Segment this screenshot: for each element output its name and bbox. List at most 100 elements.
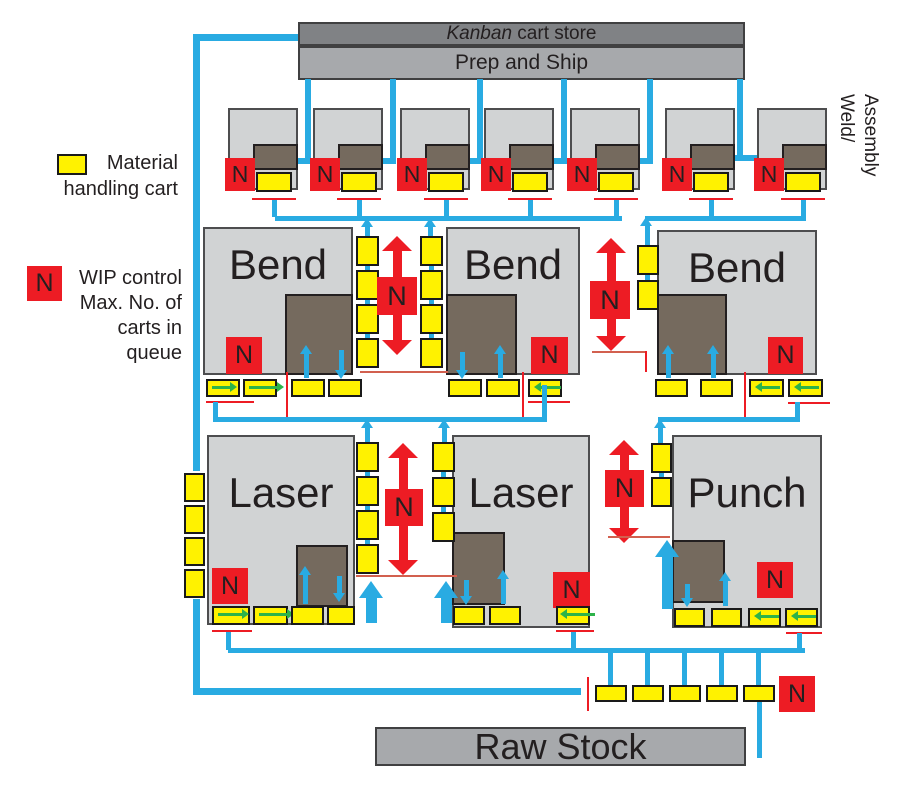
wip-badge: N: [397, 158, 427, 191]
flow-tick: [709, 200, 714, 217]
weld-station-unit: [425, 144, 470, 170]
cart-move-arrow-icon: [249, 382, 284, 392]
flow-tick: [442, 428, 447, 442]
flow-tick: [797, 633, 802, 650]
flow-tick: [429, 266, 434, 271]
flow-tick: [365, 225, 370, 237]
flow-line: [647, 79, 653, 164]
flow-line: [441, 597, 452, 623]
wip-badge: N: [567, 158, 597, 191]
flow-tick: [303, 574, 308, 604]
flow-line: [275, 216, 622, 221]
queue-limit-line: [781, 198, 825, 200]
weld-station-unit: [253, 144, 298, 170]
wip-arrow-down-icon: [609, 528, 639, 543]
down-arrow-icon: [335, 370, 347, 379]
flow-line: [757, 702, 762, 758]
wip-badge: N: [377, 277, 417, 315]
queue-limit-line: [212, 630, 252, 632]
machine-label: Bend: [463, 241, 563, 288]
queue-limit-line: [592, 351, 647, 353]
wip-arrow-down-icon: [382, 340, 412, 355]
flow-tick: [460, 352, 465, 371]
down-arrow-icon: [333, 593, 345, 602]
material-cart: [486, 379, 520, 397]
raw-stock-label: Raw Stock: [474, 725, 647, 767]
flow-line: [228, 648, 805, 653]
flow-line: [463, 158, 479, 164]
flow-tick: [429, 300, 434, 305]
material-cart: [711, 608, 742, 627]
up-arrow-icon: [438, 419, 450, 428]
material-cart: [700, 379, 733, 397]
wip-badge: N: [226, 337, 262, 374]
up-arrow-icon: [654, 419, 666, 428]
queue-cart: [356, 270, 379, 300]
flow-tick: [501, 578, 506, 604]
queue-cart: [420, 338, 443, 368]
flow-tick: [365, 506, 370, 510]
queue-limit-line: [786, 632, 822, 634]
kanban-store-label: Kanban cart store: [447, 23, 597, 45]
assembly-line: Assembly: [860, 94, 881, 177]
material-cart: [595, 685, 627, 702]
wip-arrow-up-icon: [382, 236, 412, 251]
flow-line: [737, 79, 743, 159]
legend-line: handling cart: [63, 178, 178, 200]
material-cart: [327, 606, 355, 625]
flow-line: [376, 158, 392, 164]
queue-cart: [637, 245, 659, 275]
material-cart: [341, 172, 377, 192]
cart-move-arrow-icon: [218, 609, 249, 619]
weld-line: Weld/: [836, 94, 857, 143]
wip-badge: N: [531, 337, 568, 374]
flow-tick: [723, 580, 728, 606]
big-up-arrow-icon: [434, 581, 458, 598]
flow-tick: [429, 334, 434, 339]
queue-cart: [184, 537, 205, 566]
machine-label: Punch: [687, 469, 807, 516]
flow-tick: [441, 472, 446, 477]
kanban-store-bar: Kanban cart store: [298, 22, 745, 46]
wip-arrow-down-icon: [596, 336, 626, 351]
flow-tick: [528, 200, 533, 217]
queue-cart: [356, 338, 379, 368]
flow-line: [193, 599, 200, 695]
queue-limit-line: [608, 536, 670, 538]
queue-limit-line: [556, 630, 594, 632]
flow-tick: [658, 428, 663, 443]
flow-tick: [226, 632, 231, 650]
legend-line: queue: [126, 342, 182, 364]
queue-limit-line: [206, 401, 254, 403]
flow-tick: [357, 200, 362, 217]
weld-station-unit: [509, 144, 554, 170]
queue-cart: [356, 236, 379, 266]
flow-line: [213, 402, 218, 417]
flow-line: [291, 158, 307, 164]
wip-badge: N: [553, 572, 590, 608]
flow-tick: [571, 632, 576, 650]
legend-line: Material: [106, 152, 178, 174]
flow-tick: [365, 540, 370, 544]
machine-label: Bend: [228, 241, 328, 288]
material-cart: [655, 379, 688, 397]
queue-cart: [184, 473, 205, 502]
flow-tick: [666, 353, 671, 378]
flow-line: [193, 34, 200, 471]
flow-tick: [365, 428, 370, 442]
weld-station-unit: [595, 144, 640, 170]
machine-label: Laser: [228, 469, 334, 516]
flow-tick: [659, 473, 664, 477]
flow-line: [196, 34, 298, 41]
cart-move-arrow-icon: [791, 611, 816, 621]
material-cart: [291, 606, 324, 625]
flow-line: [633, 158, 649, 164]
wip-arrow-up-icon: [596, 238, 626, 253]
up-arrow-icon: [424, 218, 436, 227]
flow-tick: [801, 200, 806, 217]
flow-line: [662, 557, 673, 609]
flow-tick: [365, 472, 370, 476]
flow-tick: [365, 334, 370, 339]
down-arrow-icon: [681, 598, 693, 607]
flow-line: [305, 79, 311, 164]
